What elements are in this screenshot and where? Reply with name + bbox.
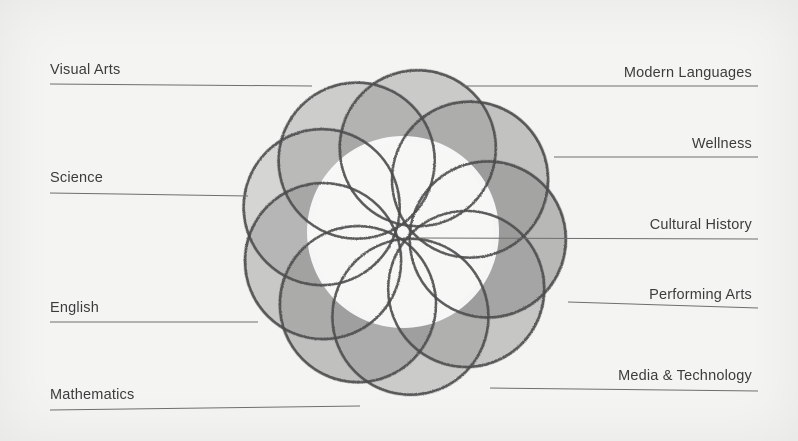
label-wellness: Wellness [692, 136, 752, 152]
center-circle [313, 142, 493, 322]
label-science: Science [50, 170, 103, 186]
label-visual-arts: Visual Arts [50, 62, 120, 78]
leader-line-visual-arts [50, 84, 312, 86]
leader-line-science [50, 193, 248, 196]
label-performing-arts: Performing Arts [649, 287, 752, 303]
label-modern-languages: Modern Languages [624, 65, 752, 81]
label-english: English [50, 300, 99, 316]
label-mathematics: Mathematics [50, 387, 134, 403]
leader-line-mathematics [50, 406, 360, 410]
leader-line-media-technology [490, 388, 758, 391]
label-media-technology: Media & Technology [618, 368, 752, 384]
center-disc [307, 136, 499, 328]
label-cultural-history: Cultural History [650, 217, 752, 233]
